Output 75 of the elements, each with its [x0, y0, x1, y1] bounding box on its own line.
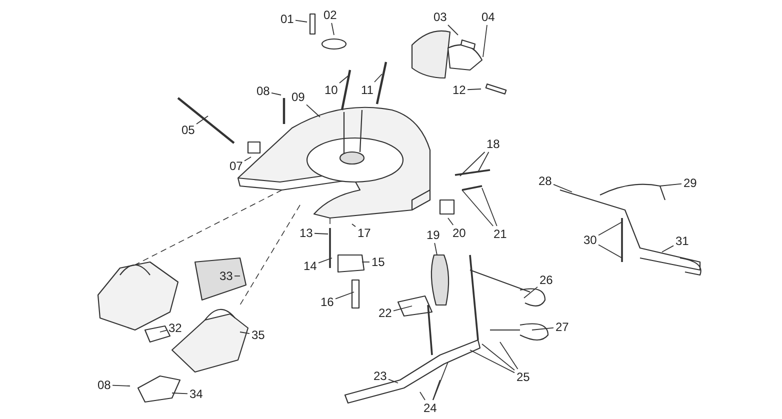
leader-line — [660, 183, 682, 186]
callout-number: 32 — [168, 321, 183, 335]
callout-number: 03 — [432, 10, 448, 24]
leader-line — [172, 392, 188, 394]
leader-line — [352, 224, 356, 228]
leader-line — [478, 152, 490, 172]
leader-line — [240, 332, 250, 334]
callout-number: 08 — [96, 378, 112, 392]
callout-number: 17 — [356, 226, 372, 240]
leader-line — [432, 380, 440, 400]
callout-number: 34 — [188, 387, 204, 401]
callout-number: 05 — [180, 123, 196, 137]
leader-line — [482, 344, 515, 371]
leader-line — [434, 242, 438, 256]
callout-number: 07 — [228, 159, 244, 173]
callout-number: 23 — [372, 369, 388, 383]
callout-number: 29 — [682, 176, 698, 190]
callout-number: 15 — [370, 255, 386, 269]
callout-number: 30 — [582, 233, 598, 247]
callout-number: 02 — [322, 8, 338, 22]
callout-number: 10 — [324, 83, 339, 97]
callout-number: 22 — [378, 306, 393, 320]
leader-line — [448, 218, 454, 226]
leader-line — [432, 362, 448, 400]
callout-number: 19 — [426, 228, 441, 242]
callout-number: 24 — [422, 401, 438, 415]
leader-line — [462, 190, 494, 226]
leader-line — [662, 245, 674, 252]
callout-number: 27 — [554, 320, 570, 334]
leader-line — [339, 76, 348, 84]
leader-line — [420, 392, 426, 400]
callout-number: 11 — [360, 83, 374, 97]
leader-line — [335, 292, 354, 300]
leader-line — [388, 378, 398, 384]
callout-number: 04 — [480, 10, 496, 24]
leader-line — [524, 286, 538, 298]
callout-number: 18 — [486, 137, 501, 151]
leader-line — [244, 156, 252, 162]
leader-line — [196, 116, 208, 124]
leader-line — [112, 384, 130, 386]
leader-line — [374, 74, 382, 82]
leader-line — [500, 342, 518, 370]
callout-number: 01 — [280, 12, 295, 26]
leader-line — [482, 188, 498, 226]
callout-number: 25 — [516, 370, 531, 384]
leader-line — [271, 92, 282, 96]
leader-line — [482, 24, 488, 58]
leader-line — [306, 104, 320, 118]
callout-number: 21 — [492, 227, 508, 241]
callout-number: 14 — [302, 259, 318, 273]
callout-number: 35 — [250, 328, 266, 342]
callout-number: 26 — [538, 273, 554, 287]
leader-line — [160, 330, 167, 332]
callout-number: 28 — [538, 174, 553, 188]
callout-number: 31 — [674, 234, 690, 248]
callout-number: 08 — [256, 84, 271, 98]
leader-line — [553, 184, 572, 192]
leader-line — [448, 24, 458, 36]
leader-line — [393, 306, 412, 312]
leader-line — [598, 222, 622, 236]
leader-line — [470, 350, 515, 374]
leader-line — [598, 244, 622, 258]
leader-line — [314, 232, 328, 234]
callout-number: 09 — [290, 90, 306, 104]
callout-number: 13 — [298, 226, 314, 240]
leader-line — [331, 22, 334, 36]
leader-line — [295, 20, 308, 22]
leader-line — [318, 258, 332, 264]
leader-line — [532, 327, 554, 330]
leader-line — [460, 152, 486, 176]
callout-number: 12 — [452, 83, 467, 97]
callout-number: 20 — [452, 226, 467, 240]
leader-line — [467, 88, 482, 90]
callout-number: 16 — [320, 295, 335, 309]
callout-number: 33 — [218, 269, 234, 283]
